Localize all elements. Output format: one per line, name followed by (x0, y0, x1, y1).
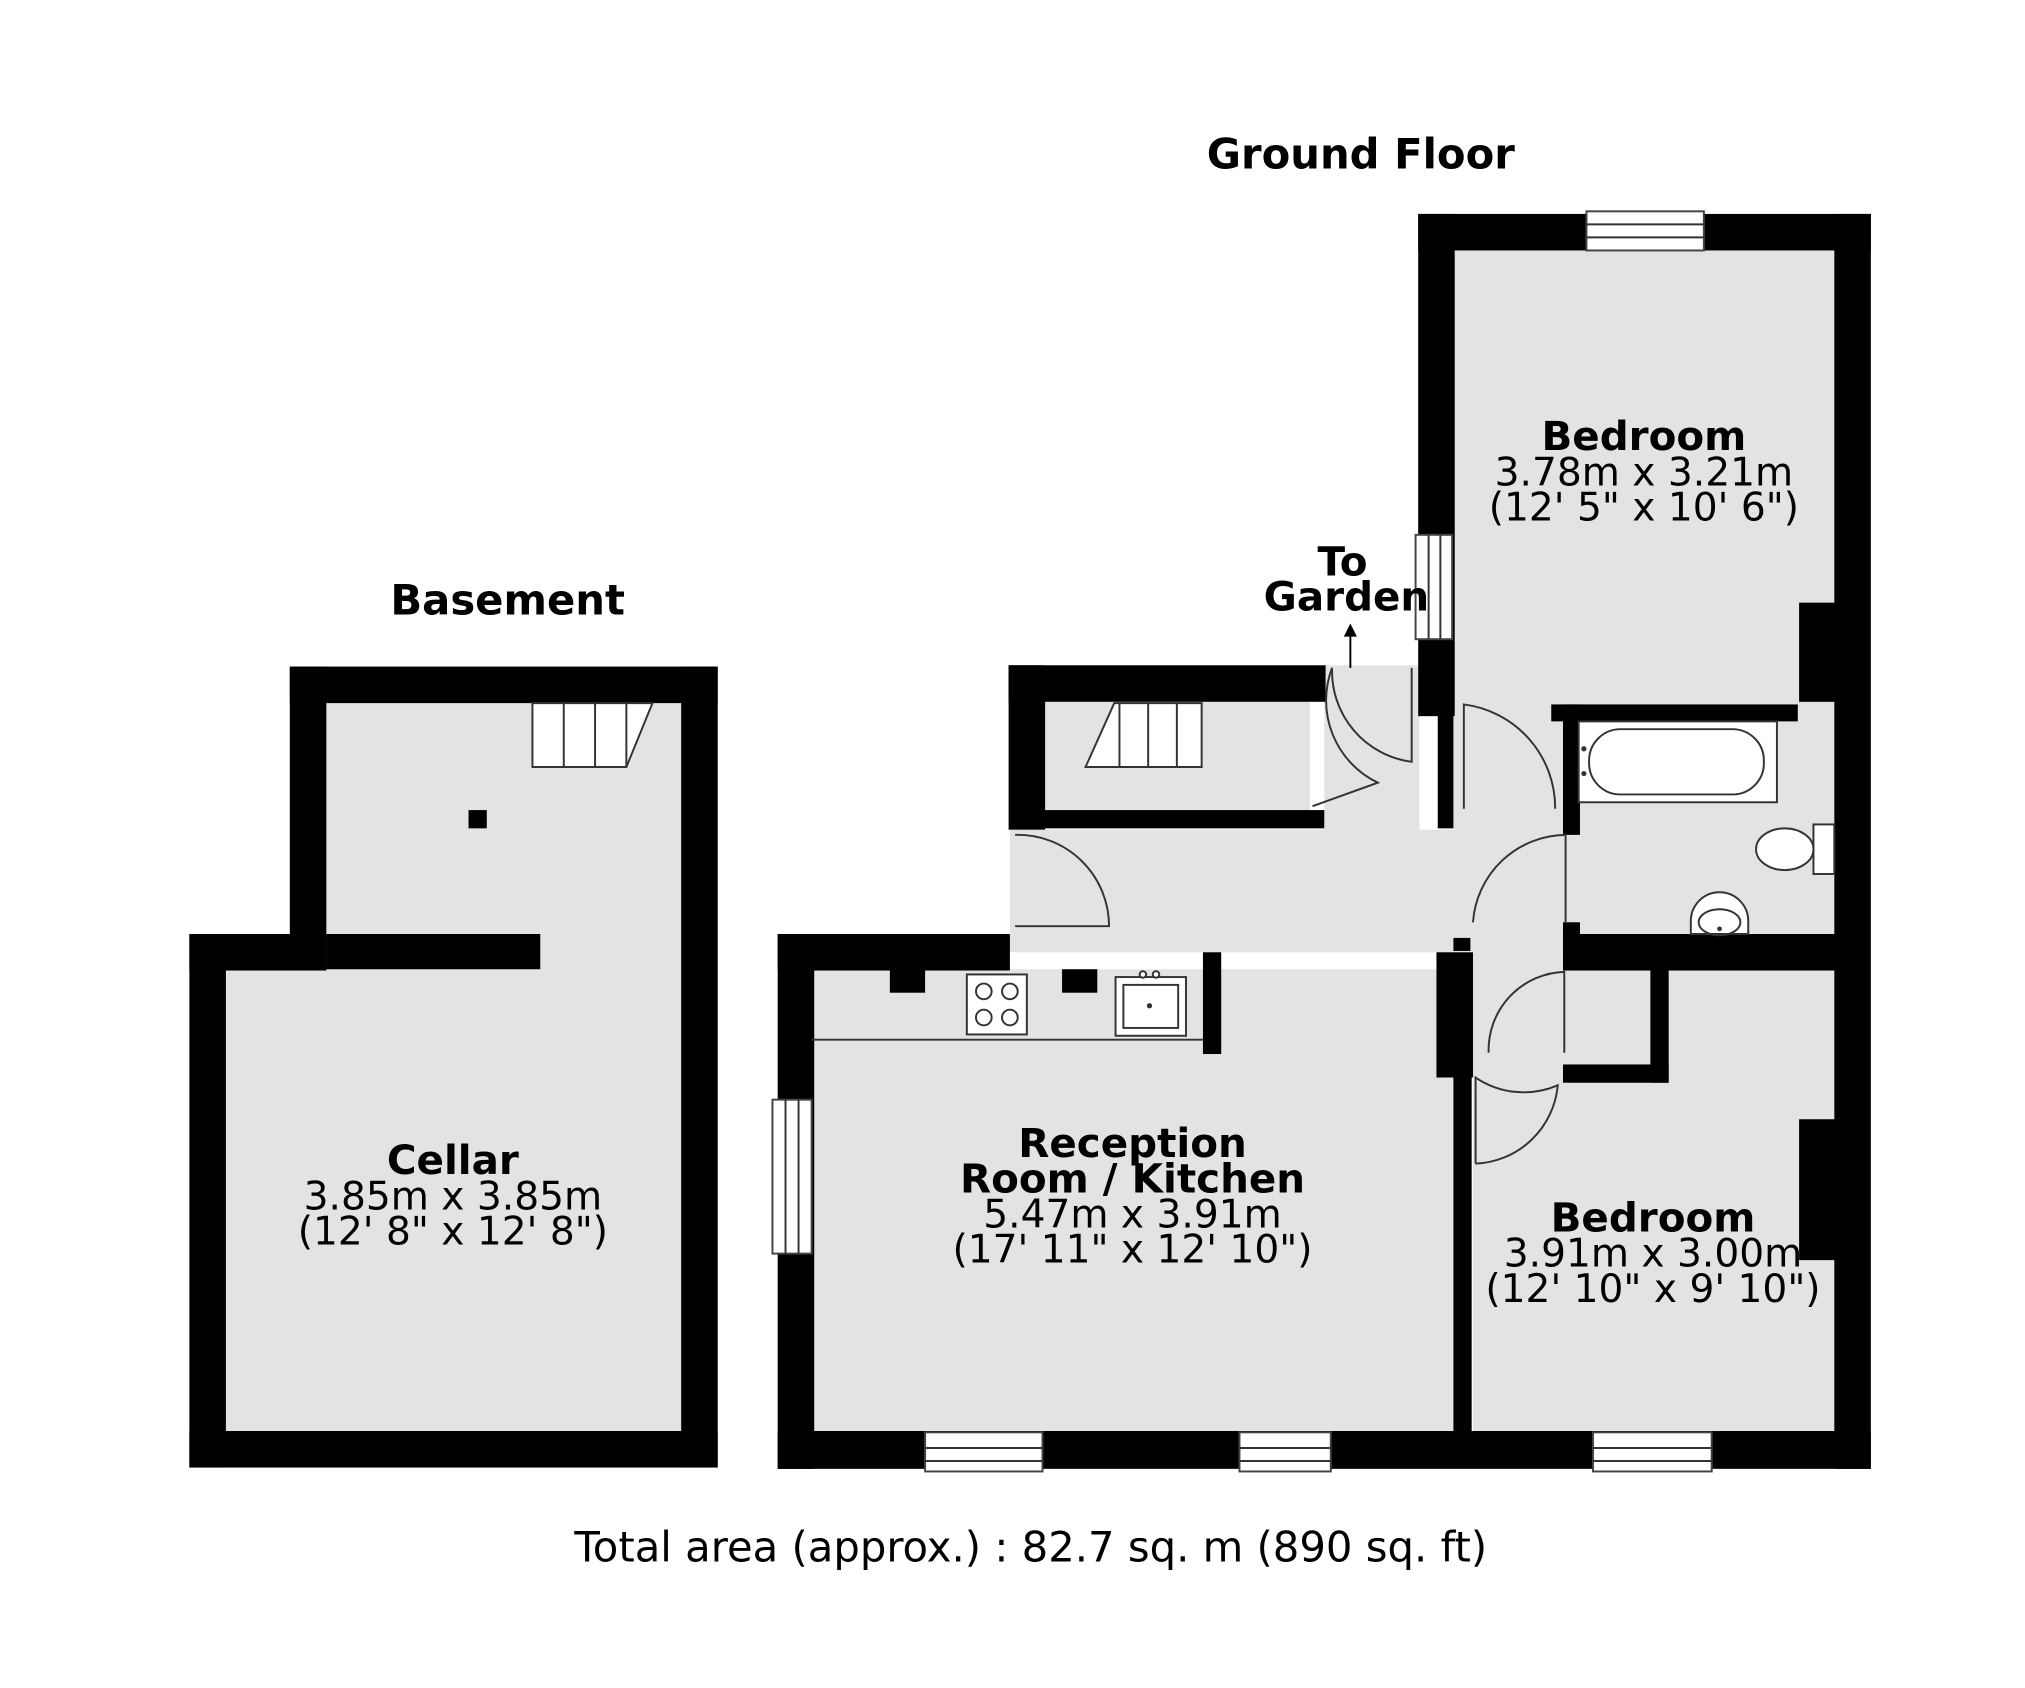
ground-floor-plan: Ground Floor Basement Bedroom 3.78m x 3.… (298, 129, 1871, 1571)
bedroom-upper-dim-ft: (12' 5" x 10' 6") (1489, 485, 1799, 530)
reception-dim-m: 5.47m x 3.91m (983, 1193, 1281, 1238)
garden-arrow-icon (1343, 623, 1357, 668)
cellar-name: Cellar (387, 1136, 519, 1184)
door-bathroom (1472, 833, 1567, 923)
doors (1015, 667, 1567, 1165)
window-bedroom-lower (1592, 1431, 1713, 1473)
door-bedroom-lower (1474, 1075, 1559, 1165)
garden-label-line2: Garden (1264, 572, 1430, 620)
window-reception-side (771, 1098, 813, 1255)
basement-plan (189, 666, 718, 1468)
door-cupboard (1487, 970, 1566, 1053)
reception-floor (811, 969, 1455, 1433)
hob (965, 973, 1028, 1036)
bedroom-upper-name: Bedroom (1541, 412, 1746, 460)
window-reception-front-2 (1238, 1431, 1332, 1473)
basement-title: Basement (390, 575, 625, 624)
door-bedroom-upper (1462, 703, 1557, 809)
bedroom-lower-name: Bedroom (1551, 1193, 1756, 1241)
toilet-cistern (1812, 823, 1836, 875)
garden-label-line1: To (1318, 537, 1368, 585)
ground-floor-title: Ground Floor (1207, 129, 1515, 178)
toilet (1755, 827, 1815, 872)
cellar-floor-lower (190, 936, 718, 1467)
door-front (1015, 833, 1111, 928)
bedroom-lower-dim-m: 3.91m x 3.00m (1504, 1232, 1802, 1277)
reception-dim-ft: (17' 11" x 12' 10") (952, 1228, 1312, 1273)
kitchen-fixtures (811, 970, 1203, 1041)
window-bedroom-side (1414, 533, 1454, 641)
windows (771, 210, 1713, 1473)
sink (1689, 891, 1750, 935)
bedroom-upper-floor (1453, 250, 1836, 721)
pillar (468, 810, 487, 829)
window-bedroom-top (1585, 210, 1705, 252)
bathtub-basin (1588, 728, 1765, 796)
window-reception-front-1 (924, 1431, 1044, 1473)
basement-stairs (531, 702, 654, 769)
cellar-floor-upper (289, 667, 718, 955)
total-area: Total area (approx.) : 82.7 sq. m (890 s… (573, 1522, 1487, 1571)
basement-walls (189, 666, 718, 1468)
ground-stairs (1084, 702, 1203, 769)
inner-hall-floor (1453, 704, 1579, 953)
cellar-dim-ft: (12' 8" x 12' 8") (298, 1209, 608, 1254)
door-store (1312, 667, 1381, 808)
reception-name-line1: Reception (1018, 1119, 1247, 1167)
bathroom-fixtures (1577, 720, 1836, 937)
cellar-dim-m: 3.85m x 3.85m (304, 1174, 602, 1219)
bedroom-upper-dim-m: 3.78m x 3.21m (1495, 450, 1793, 495)
reception-name-line2: Room / Kitchen (960, 1154, 1305, 1202)
bedroom-lower-dim-ft: (12' 10" x 9' 10") (1485, 1267, 1820, 1312)
door-garden (1331, 667, 1413, 763)
rear-hall-floor (1324, 665, 1420, 835)
